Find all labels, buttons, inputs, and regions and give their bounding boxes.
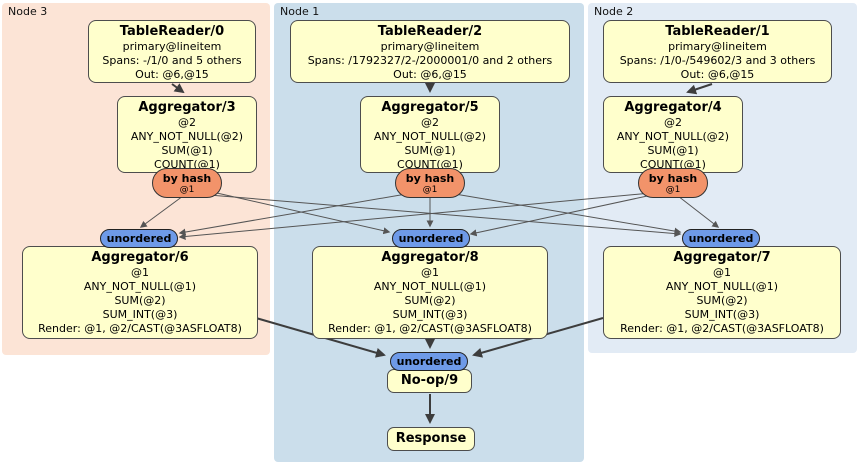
- render-expr: Render: @1, @2/CAST(@3ASFLOAT8): [620, 322, 824, 335]
- group-label: Node 3: [8, 5, 48, 18]
- router-columns: @1: [422, 185, 438, 195]
- group-label: Node 2: [594, 5, 634, 18]
- router-label: by hash: [405, 172, 455, 185]
- agg-expr: SUM(@1): [161, 144, 213, 157]
- spans-label: Spans: /1/0-/549602/3 and 3 others: [619, 54, 816, 67]
- agg-expr: COUNT(@1): [640, 158, 706, 171]
- aggregator-7: Aggregator/7 @1 ANY_NOT_NULL(@1) SUM(@2)…: [603, 246, 841, 339]
- render-expr: Render: @1, @2/CAST(@3ASFLOAT8): [38, 322, 242, 335]
- agg-expr: SUM(@2): [404, 294, 456, 307]
- processor-title: Aggregator/8: [381, 250, 479, 265]
- aggregator-5: Aggregator/5 @2 ANY_NOT_NULL(@2) SUM(@1)…: [360, 96, 500, 173]
- group-cols: @2: [421, 116, 439, 129]
- agg-expr: ANY_NOT_NULL(@2): [130, 130, 244, 143]
- unordered-synchronizer: unordered: [392, 229, 470, 248]
- unordered-synchronizer: unordered: [390, 352, 468, 371]
- processor-title: Aggregator/4: [624, 100, 722, 115]
- agg-expr: SUM_INT(@3): [684, 308, 760, 321]
- processor-title: TableReader/1: [665, 24, 770, 39]
- render-expr: Render: @1, @2/CAST(@3ASFLOAT8): [328, 322, 532, 335]
- index-label: primary@lineitem: [122, 40, 222, 53]
- processor-title: Aggregator/5: [381, 100, 479, 115]
- agg-expr: SUM(@2): [114, 294, 166, 307]
- hash-router: by hash @1: [638, 168, 708, 198]
- router-label: by hash: [648, 172, 698, 185]
- output-label: Out: @6,@15: [135, 68, 209, 81]
- output-label: Out: @6,@15: [393, 68, 467, 81]
- router-columns: @1: [179, 185, 195, 195]
- output-label: Out: @6,@15: [680, 68, 755, 81]
- group-label: Node 1: [280, 5, 320, 18]
- spans-label: Spans: -/1/0 and 5 others: [102, 54, 242, 67]
- agg-expr: ANY_NOT_NULL(@1): [373, 280, 487, 293]
- processor-title: Aggregator/6: [91, 250, 189, 265]
- hash-router: by hash @1: [395, 168, 465, 198]
- hash-router: by hash @1: [152, 168, 222, 198]
- agg-expr: SUM_INT(@3): [102, 308, 178, 321]
- agg-expr: COUNT(@1): [397, 158, 463, 171]
- unordered-synchronizer: unordered: [100, 229, 178, 248]
- aggregator-4: Aggregator/4 @2 ANY_NOT_NULL(@2) SUM(@1)…: [603, 96, 743, 173]
- agg-expr: COUNT(@1): [154, 158, 220, 171]
- table-reader-1: TableReader/1 primary@lineitem Spans: /1…: [603, 20, 832, 83]
- response-node: Response: [387, 427, 475, 451]
- aggregator-8: Aggregator/8 @1 ANY_NOT_NULL(@1) SUM(@2)…: [312, 246, 548, 339]
- aggregator-6: Aggregator/6 @1 ANY_NOT_NULL(@1) SUM(@2)…: [22, 246, 258, 339]
- agg-expr: ANY_NOT_NULL(@2): [616, 130, 730, 143]
- router-label: by hash: [162, 172, 212, 185]
- unordered-synchronizer: unordered: [682, 229, 760, 248]
- processor-title: TableReader/2: [377, 24, 483, 39]
- agg-expr: ANY_NOT_NULL(@1): [83, 280, 197, 293]
- agg-expr: SUM(@1): [404, 144, 456, 157]
- noop-processor: No-op/9: [387, 369, 472, 393]
- router-columns: @1: [665, 185, 681, 195]
- agg-expr: SUM(@2): [696, 294, 748, 307]
- group-cols: @1: [713, 266, 731, 279]
- processor-title: Aggregator/7: [673, 250, 771, 265]
- aggregator-3: Aggregator/3 @2 ANY_NOT_NULL(@2) SUM(@1)…: [117, 96, 257, 173]
- agg-expr: ANY_NOT_NULL(@2): [373, 130, 487, 143]
- group-cols: @2: [178, 116, 196, 129]
- table-reader-2: TableReader/2 primary@lineitem Spans: /1…: [290, 20, 570, 83]
- group-cols: @2: [664, 116, 682, 129]
- group-cols: @1: [131, 266, 149, 279]
- agg-expr: ANY_NOT_NULL(@1): [665, 280, 779, 293]
- agg-expr: SUM_INT(@3): [392, 308, 468, 321]
- processor-title: TableReader/0: [119, 24, 225, 39]
- spans-label: Spans: /1792327/2-/2000001/0 and 2 other…: [307, 54, 553, 67]
- index-label: primary@lineitem: [380, 40, 480, 53]
- table-reader-0: TableReader/0 primary@lineitem Spans: -/…: [88, 20, 256, 83]
- group-cols: @1: [421, 266, 439, 279]
- processor-title: Aggregator/3: [138, 100, 236, 115]
- agg-expr: SUM(@1): [647, 144, 699, 157]
- index-label: primary@lineitem: [668, 40, 767, 53]
